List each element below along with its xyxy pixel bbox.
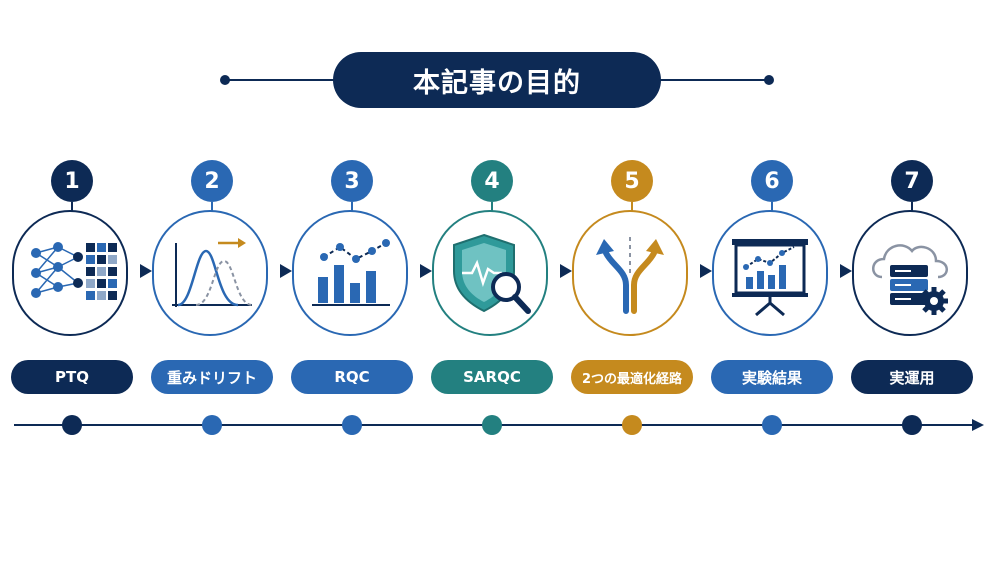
step-number: 7 bbox=[891, 160, 933, 202]
step-7: 7 実運用 bbox=[851, 160, 973, 440]
timeline-arrow-icon bbox=[972, 419, 984, 431]
step-card bbox=[852, 210, 968, 336]
cloud-server-gear-icon bbox=[872, 244, 948, 315]
step-5: 5 2つの最適化経路 bbox=[571, 160, 693, 440]
step-label: RQC bbox=[291, 360, 413, 394]
step-label: PTQ bbox=[11, 360, 133, 394]
title-right-line bbox=[660, 79, 768, 81]
bar-line-chart-icon bbox=[312, 239, 390, 306]
step-stem bbox=[491, 202, 493, 216]
timeline-dot bbox=[482, 415, 502, 435]
step-label: 重みドリフト bbox=[151, 360, 273, 394]
neural-network-matrix-icon bbox=[31, 242, 117, 300]
page-title: 本記事の目的 bbox=[333, 52, 661, 108]
timeline-dot bbox=[622, 415, 642, 435]
step-label: 実運用 bbox=[851, 360, 973, 394]
step-number: 3 bbox=[331, 160, 373, 202]
step-card bbox=[292, 210, 408, 336]
presentation-board-icon bbox=[732, 239, 808, 317]
shield-magnifier-icon bbox=[453, 233, 531, 314]
step-stem bbox=[771, 202, 773, 216]
step-label: 実験結果 bbox=[711, 360, 833, 394]
step-3: 3 RQC bbox=[291, 160, 413, 440]
step-card bbox=[712, 210, 828, 336]
distribution-drift-icon bbox=[172, 238, 253, 307]
title-left-dot bbox=[220, 75, 230, 85]
step-stem bbox=[631, 202, 633, 216]
chevron-right-icon bbox=[560, 264, 572, 278]
chevron-right-icon bbox=[420, 264, 432, 278]
step-6: 6 実験結果 bbox=[711, 160, 833, 440]
step-stem bbox=[71, 202, 73, 216]
chevron-right-icon bbox=[280, 264, 292, 278]
chevron-right-icon bbox=[700, 264, 712, 278]
timeline-dot bbox=[202, 415, 222, 435]
step-4: 4 SARQC bbox=[431, 160, 553, 440]
step-stem bbox=[211, 202, 213, 216]
timeline-dot bbox=[62, 415, 82, 435]
step-number: 4 bbox=[471, 160, 513, 202]
step-number: 5 bbox=[611, 160, 653, 202]
step-stem bbox=[351, 202, 353, 216]
title-right-dot bbox=[764, 75, 774, 85]
step-label: SARQC bbox=[431, 360, 553, 394]
step-2: 2 重みドリフト bbox=[151, 160, 273, 440]
step-stem bbox=[911, 202, 913, 216]
step-1: 1 bbox=[11, 160, 133, 440]
chevron-right-icon bbox=[840, 264, 852, 278]
step-card bbox=[152, 210, 268, 336]
step-number: 1 bbox=[51, 160, 93, 202]
step-number: 2 bbox=[191, 160, 233, 202]
step-label: 2つの最適化経路 bbox=[571, 360, 693, 394]
title-left-line bbox=[224, 79, 334, 81]
forking-path-icon bbox=[596, 237, 664, 314]
timeline-dot bbox=[762, 415, 782, 435]
chevron-right-icon bbox=[140, 264, 152, 278]
timeline-dot bbox=[902, 415, 922, 435]
step-number: 6 bbox=[751, 160, 793, 202]
step-card bbox=[12, 210, 128, 336]
step-card bbox=[572, 210, 688, 336]
timeline-dot bbox=[342, 415, 362, 435]
step-card bbox=[432, 210, 548, 336]
